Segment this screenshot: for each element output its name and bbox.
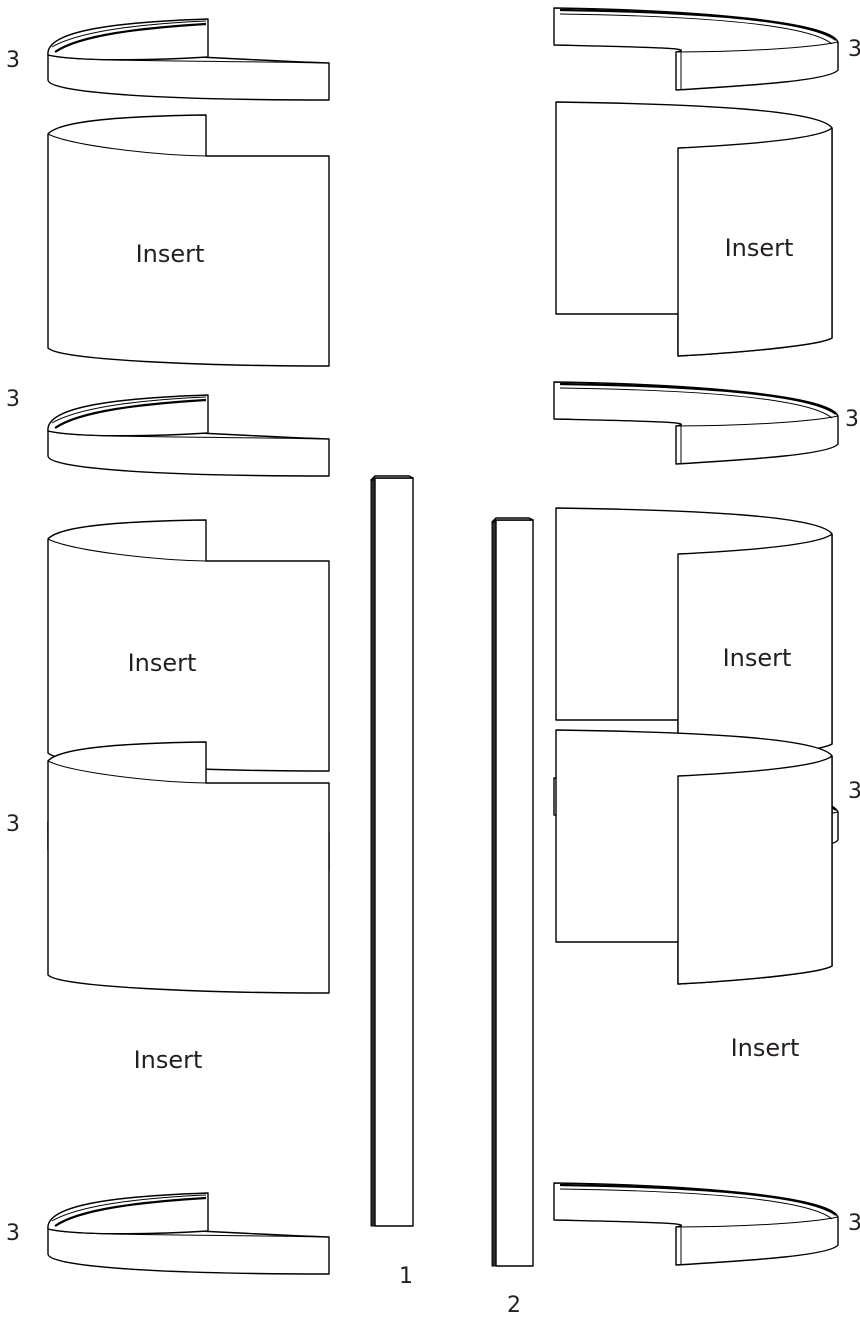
right-insert-1 [555, 101, 833, 357]
right-insert-2 [555, 507, 833, 763]
right-ring-4 [552, 1181, 840, 1267]
left-ring-label-2: 3 [6, 387, 20, 412]
left-insert-label-2: Insert [128, 649, 197, 677]
rod-2-label: 2 [507, 1293, 521, 1317]
left-ring-1 [46, 17, 331, 102]
left-insert-3 [47, 741, 330, 994]
right-insert-label-1: Insert [725, 234, 794, 262]
left-ring-label-4: 3 [6, 1221, 20, 1246]
right-ring-2 [552, 380, 840, 466]
right-ring-label-1: 3 [848, 37, 860, 62]
left-ring-4 [46, 1191, 331, 1276]
right-ring-label-4: 3 [848, 1211, 860, 1236]
right-insert-label-2: Insert [723, 644, 792, 672]
rod-2 [491, 517, 534, 1267]
right-insert-label-3: Insert [731, 1034, 800, 1062]
left-ring-label-1: 3 [6, 48, 20, 73]
left-insert-label-1: Insert [136, 240, 205, 268]
left-insert-2 [47, 519, 330, 772]
right-ring-label-2: 3 [845, 407, 859, 432]
right-ring-1 [552, 6, 840, 92]
left-ring-2 [46, 393, 331, 478]
left-ring-label-3: 3 [6, 812, 20, 837]
right-insert-3 [555, 729, 833, 985]
rod-1 [370, 475, 414, 1227]
rod-1-label: 1 [399, 1264, 413, 1289]
left-insert-label-3: Insert [134, 1046, 203, 1074]
right-ring-label-3: 3 [848, 779, 860, 804]
